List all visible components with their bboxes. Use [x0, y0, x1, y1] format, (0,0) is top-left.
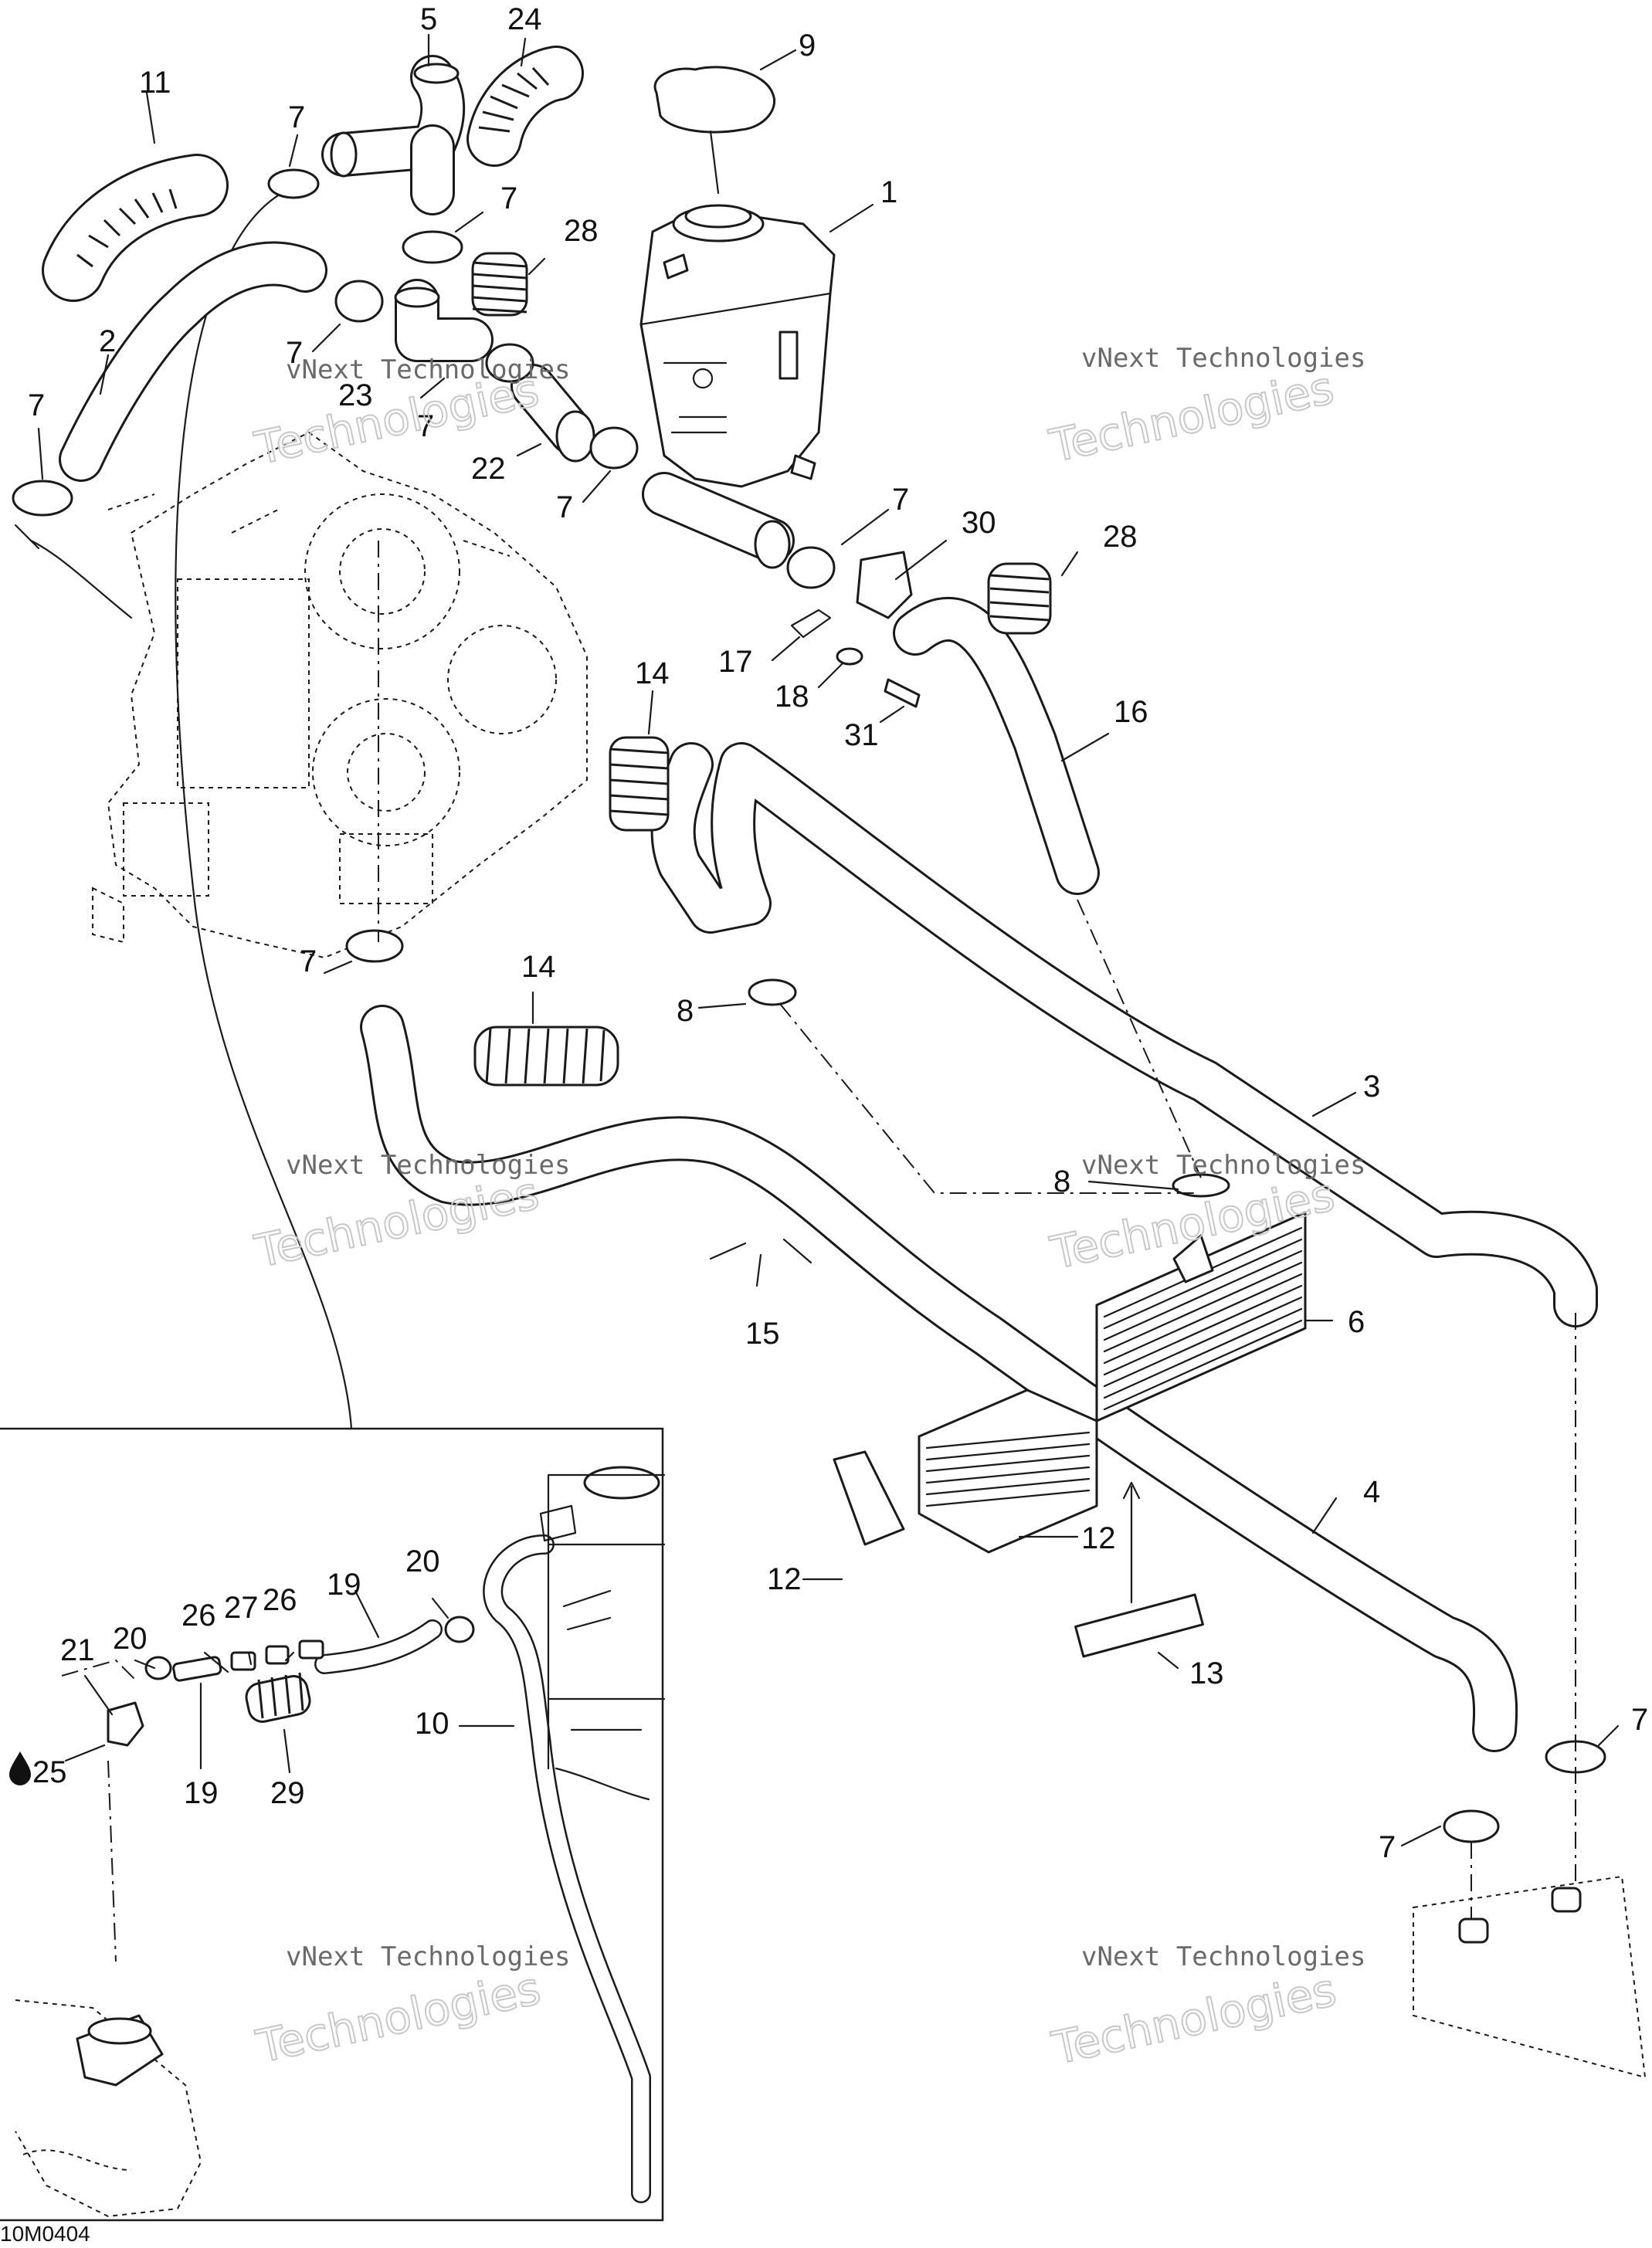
- label-19b: 19: [184, 1776, 219, 1810]
- hose-2: [59, 241, 327, 482]
- watermark-company: vNext Technologies: [1081, 1150, 1365, 1181]
- label-27: 27: [224, 1591, 259, 1625]
- label-12a: 12: [1081, 1521, 1116, 1555]
- label-29: 29: [270, 1776, 305, 1810]
- label-7b: 7: [500, 181, 517, 215]
- rings-8: [748, 978, 1230, 1198]
- y-fitting: [321, 55, 466, 215]
- leader-lines: [37, 33, 1620, 1847]
- label-21: 21: [60, 1633, 95, 1667]
- connector-lines: [61, 541, 1576, 1962]
- watermark-word: Technologies: [1047, 1963, 1341, 2074]
- watermark-word: Technologies: [252, 1961, 545, 2073]
- label-30: 30: [962, 506, 996, 540]
- label-7f: 7: [556, 490, 573, 524]
- spring-24: [466, 46, 584, 167]
- label-15: 15: [745, 1317, 780, 1351]
- watermark-word: Technologies: [250, 1167, 544, 1278]
- label-26a: 26: [181, 1599, 216, 1633]
- label-8a: 8: [677, 994, 694, 1028]
- label-28a: 28: [564, 214, 599, 248]
- hose-22: [511, 364, 595, 463]
- label-7g: 7: [892, 483, 909, 517]
- hose-10: [483, 1534, 651, 2203]
- spring-28-upper: [471, 252, 528, 317]
- label-2: 2: [99, 324, 116, 358]
- watermark-company: vNext Technologies: [286, 354, 570, 385]
- label-16: 16: [1114, 695, 1148, 729]
- inset-frame: [0, 1427, 664, 2222]
- label-28b: 28: [1103, 520, 1138, 554]
- engine-block: [92, 431, 588, 959]
- label-12b: 12: [767, 1562, 802, 1596]
- reservoir-cap: [653, 66, 776, 195]
- label-14b: 14: [521, 950, 556, 984]
- watermark-company: vNext Technologies: [1081, 343, 1365, 374]
- label-7a: 7: [288, 100, 305, 134]
- label-14a: 14: [635, 656, 670, 690]
- inset-engine-detail: [15, 1999, 202, 2218]
- label-20b: 20: [113, 1622, 148, 1656]
- harness-end: [14, 524, 40, 550]
- label-26b: 26: [263, 1583, 297, 1617]
- label-5: 5: [420, 2, 437, 36]
- base-fittings: [1458, 1887, 1582, 1944]
- label-22: 22: [471, 452, 506, 486]
- base-plate: [1413, 1875, 1647, 2079]
- label-11: 11: [139, 66, 171, 100]
- label-17: 17: [718, 645, 753, 679]
- label-9: 9: [799, 29, 816, 63]
- label-7j: 7: [1631, 1703, 1648, 1737]
- spring-11: [42, 154, 229, 302]
- label-6: 6: [1348, 1305, 1365, 1339]
- droplet-icon: [9, 1751, 31, 1785]
- hose-16: [893, 597, 1100, 895]
- spring-14-lower: [473, 1026, 619, 1087]
- label-7h: 7: [300, 944, 317, 978]
- watermark-company: vNext Technologies: [286, 1150, 570, 1181]
- label-8b: 8: [1053, 1165, 1070, 1199]
- hose-3: [650, 742, 1598, 1327]
- reservoir-outlet: [642, 472, 795, 569]
- spring-14-upper: [609, 736, 670, 832]
- radiator-heat-exchanger: [833, 1211, 1307, 1658]
- label-31: 31: [844, 718, 879, 752]
- clamps: [12, 168, 1606, 1843]
- label-10: 10: [415, 1707, 449, 1741]
- spring-29: [245, 1672, 311, 1723]
- drawing-reference: 10M0404: [0, 2222, 90, 2246]
- small-hardware: [790, 551, 921, 708]
- watermark-company: vNext Technologies: [1081, 1941, 1365, 1972]
- harness-line-left: [29, 539, 133, 619]
- label-25-text: 25: [32, 1755, 67, 1789]
- label-23: 23: [338, 378, 373, 412]
- label-7e: 7: [28, 388, 45, 422]
- inset-reservoir: [539, 1466, 666, 1801]
- hose-19: [314, 1619, 443, 1674]
- label-19a: 19: [327, 1568, 361, 1602]
- label-25: 25: [9, 1751, 67, 1789]
- hose-23: [394, 279, 494, 362]
- coolant-reservoir: [639, 204, 836, 488]
- spring-28-right: [987, 562, 1052, 635]
- label-18: 18: [775, 680, 809, 714]
- hose-4: [360, 1005, 1518, 1752]
- label-7i: 7: [1379, 1830, 1396, 1864]
- inset-fittings: [107, 1639, 324, 1747]
- label-7d: 7: [417, 409, 434, 443]
- label-1: 1: [880, 175, 897, 209]
- label-4: 4: [1363, 1475, 1380, 1509]
- label-7c: 7: [286, 336, 303, 370]
- watermark-company: vNext Technologies: [286, 1941, 570, 1972]
- label-13: 13: [1189, 1656, 1224, 1690]
- label-20a: 20: [405, 1544, 440, 1578]
- watermark-word: Technologies: [1045, 361, 1338, 473]
- callout-labels: 1 2 3 4 5 6 7 7 7 7 7 7 7 7 7 7 8 8 9 10…: [9, 2, 1648, 1864]
- label-3: 3: [1363, 1070, 1380, 1104]
- label-24: 24: [507, 2, 542, 36]
